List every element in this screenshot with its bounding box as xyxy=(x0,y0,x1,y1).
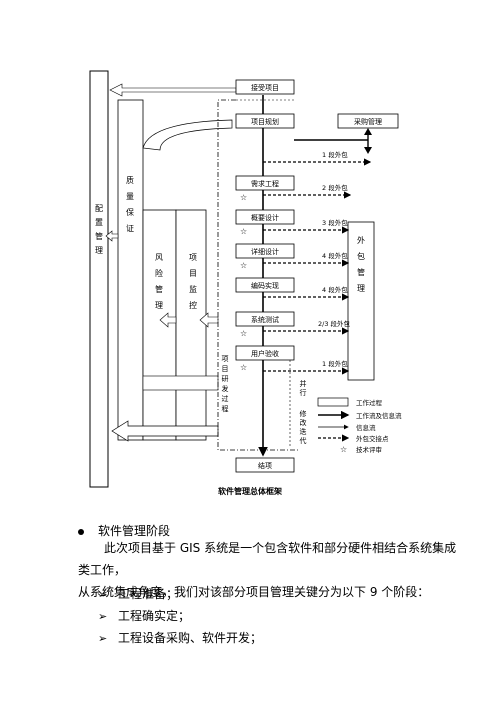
legend-handover: 外包交接点 xyxy=(356,434,389,443)
svg-text:项目规划: 项目规划 xyxy=(251,117,279,126)
outsource-row-6: 1 段外包 xyxy=(263,359,350,375)
review-star-4: ☆ xyxy=(240,363,247,372)
phase-list: ➢工程准备； ➢工程确实定； ➢工程设备采购、软件开发； xyxy=(98,583,262,649)
step-box-6: 系统测试 xyxy=(235,311,295,327)
svg-text:需求工程: 需求工程 xyxy=(251,179,279,188)
arrow-bullet-icon: ➢ xyxy=(98,610,108,623)
bullet-icon xyxy=(78,528,84,535)
monitor-label: 项目监控 xyxy=(189,253,198,317)
svg-text:4 段外包: 4 段外包 xyxy=(322,285,348,294)
arrow-bullet-icon: ➢ xyxy=(98,588,108,601)
config-management-label: 配置管理 xyxy=(95,204,104,260)
legend-work-info: 工作流及信息流 xyxy=(356,411,402,420)
legend-review: 技术评审 xyxy=(356,445,382,454)
quality-to-plan-arrow xyxy=(142,119,233,151)
section-heading: 软件管理阶段 xyxy=(78,522,170,539)
bottom-band xyxy=(142,375,219,391)
step-box-1: 项目规划 xyxy=(235,113,295,129)
legend-info: 信息流 xyxy=(356,423,376,432)
svg-text:4 段外包: 4 段外包 xyxy=(322,251,348,260)
step-box-0: 接受项目 xyxy=(235,79,295,95)
step-box-8: 结项 xyxy=(235,457,295,473)
legend: 工作过程 工作流及信息流 信息流 外包交接点 ☆ 技术评审 xyxy=(317,397,402,454)
paragraph-line-1: 此次项目基于 GIS 系统是一个包含软件和部分硬件相结合系统集成类工作， xyxy=(78,541,457,577)
quality-column xyxy=(117,99,144,441)
outsource-row-2: 3 段外包 xyxy=(263,218,350,234)
dev-process-boundary xyxy=(217,99,300,451)
list-item: ➢工程设备采购、软件开发； xyxy=(98,627,262,649)
legend-work-process-swatch xyxy=(317,397,349,407)
step-box-4: 详细设计 xyxy=(235,243,295,259)
outsource-row-4: 4 段外包 xyxy=(263,285,350,301)
svg-text:详细设计: 详细设计 xyxy=(251,247,279,256)
monitor-column xyxy=(175,209,207,441)
procurement-arrow-down xyxy=(364,147,372,154)
monitor-hollow-arrow xyxy=(199,312,219,328)
outsource-box xyxy=(347,221,375,381)
review-star-2: ☆ xyxy=(240,261,247,270)
outsource-row-3: 4 段外包 xyxy=(263,251,350,267)
procurement-arrow-up xyxy=(364,128,372,135)
svg-text:系统测试: 系统测试 xyxy=(251,315,279,324)
svg-text:2/3 段外包: 2/3 段外包 xyxy=(318,319,351,328)
step-box-7: 用户验收 xyxy=(235,345,295,361)
svg-text:3 段外包: 3 段外包 xyxy=(322,218,348,227)
review-star-3: ☆ xyxy=(240,329,247,338)
svg-text:1 段外包: 1 段外包 xyxy=(322,150,348,159)
outsource-row-1: 2 段外包 xyxy=(263,183,352,199)
svg-text:用户验收: 用户验收 xyxy=(251,349,279,358)
risk-label: 风险管理 xyxy=(155,253,164,317)
list-item: ➢工程确实定； xyxy=(98,605,262,627)
svg-text:编码实现: 编码实现 xyxy=(251,281,279,290)
svg-text:2 段外包: 2 段外包 xyxy=(322,183,348,192)
software-framework-diagram: 配置管理 质量保证 风险管理 项目监控 项目研发过程 接受项目 项目规划 需求工… xyxy=(89,70,402,488)
legend-star: ☆ xyxy=(340,445,347,454)
risk-hollow-arrow xyxy=(159,312,177,328)
parallel-label: 并行 xyxy=(299,379,307,398)
dev-to-config-arrow xyxy=(111,420,219,442)
svg-text:1 段外包: 1 段外包 xyxy=(322,359,348,368)
quality-hollow-arrow xyxy=(105,230,119,242)
procurement-label: 采购管理 xyxy=(354,117,382,126)
step-box-5: 编码实现 xyxy=(235,277,295,293)
risk-column xyxy=(142,209,177,441)
svg-text:概要设计: 概要设计 xyxy=(251,213,279,222)
quality-label: 质量保证 xyxy=(126,175,135,240)
config-management-column xyxy=(89,70,109,488)
paragraph-line-2: 从系统集成角度，我们对该部分项目管理关键分为以下 9 个阶段： xyxy=(78,585,430,599)
list-item: ➢工程准备； xyxy=(98,583,262,605)
modify-label: 修改迭代 xyxy=(299,409,307,446)
review-star-0: ☆ xyxy=(240,193,247,202)
intro-paragraph: 此次项目基于 GIS 系统是一个包含软件和部分硬件相结合系统集成类工作， 从系统… xyxy=(78,537,463,603)
svg-text:接受项目: 接受项目 xyxy=(251,83,279,92)
review-star-1: ☆ xyxy=(240,227,247,236)
outsource-row-5: 2/3 段外包 xyxy=(263,319,351,335)
accept-to-config-arrow xyxy=(109,83,237,97)
step-box-3: 概要设计 xyxy=(235,209,295,225)
legend-work-process: 工作过程 xyxy=(356,398,383,407)
dev-process-label: 项目研发过程 xyxy=(221,355,229,415)
outsource-label: 外包管理 xyxy=(357,235,366,300)
diagram-caption: 软件管理总体框架 xyxy=(218,487,282,496)
section-heading-text: 软件管理阶段 xyxy=(98,524,171,538)
svg-text:结项: 结项 xyxy=(258,461,272,470)
step-box-2: 需求工程 xyxy=(235,175,295,191)
arrow-bullet-icon: ➢ xyxy=(98,632,108,645)
outsource-row-0: 1 段外包 xyxy=(263,150,372,166)
